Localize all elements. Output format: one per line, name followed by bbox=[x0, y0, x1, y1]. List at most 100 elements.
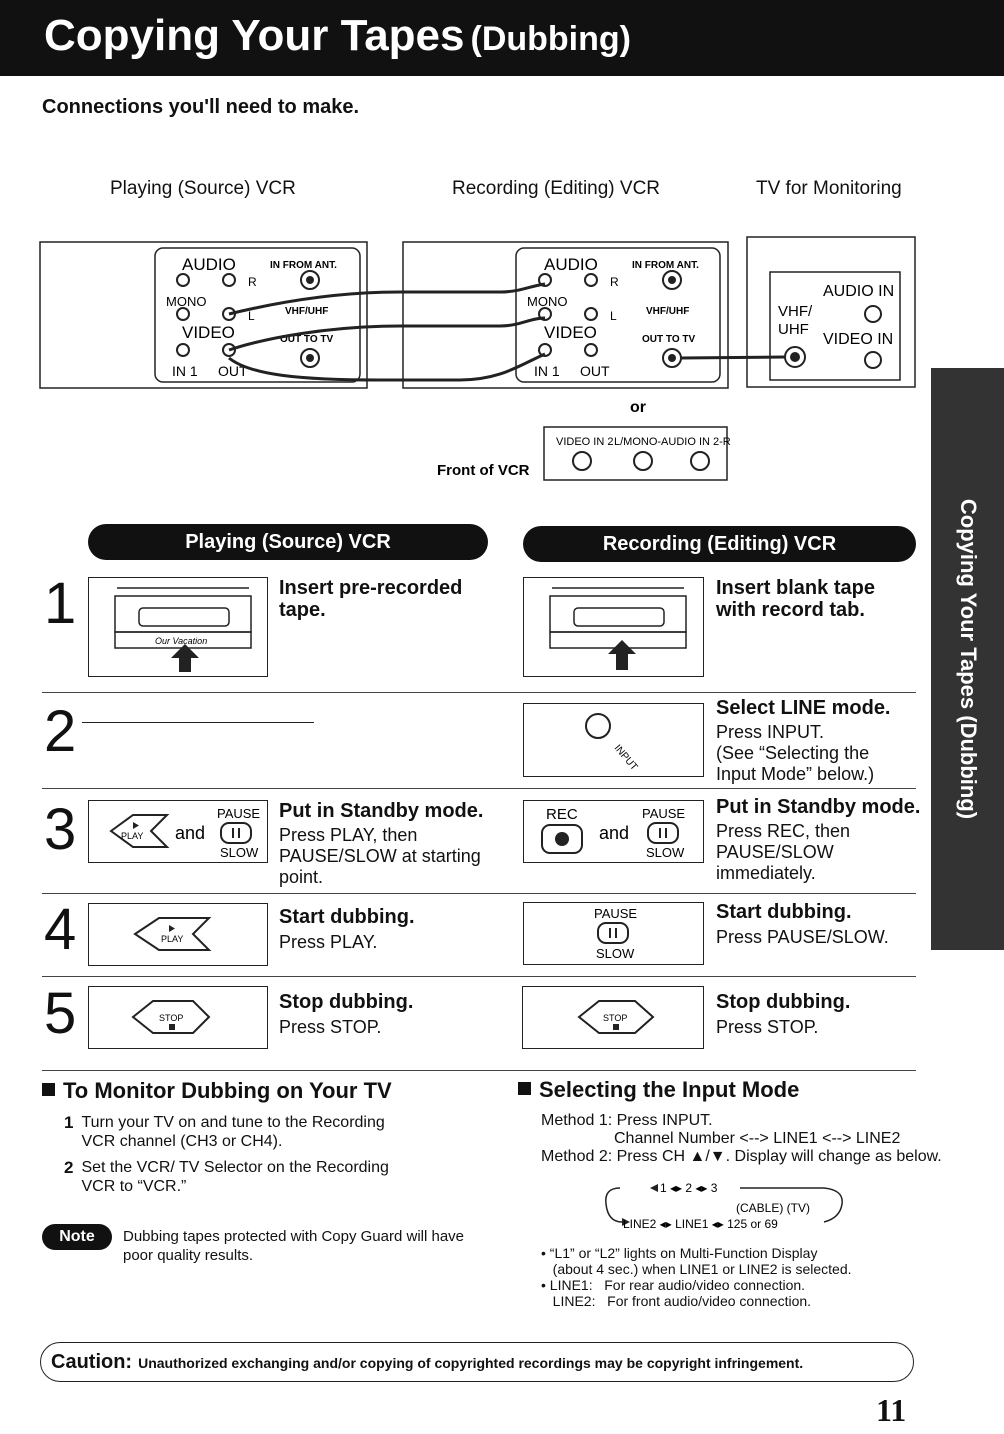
step-4-left-title: Start dubbing. bbox=[279, 906, 415, 928]
rec-audio-l-jack bbox=[584, 307, 598, 321]
step-3-left-desc-line: point. bbox=[279, 867, 324, 887]
monitor-item-line: VCR to “VCR.” bbox=[81, 1178, 187, 1195]
rec-video-in-jack bbox=[538, 343, 552, 357]
step-1-left-illustration: Our Vacation bbox=[88, 577, 268, 677]
step-2-desc-line: Input Mode” below.) bbox=[716, 764, 875, 784]
step-divider-1 bbox=[42, 692, 916, 693]
recording-vcr-body bbox=[402, 241, 729, 389]
play-label: PLAY bbox=[121, 831, 143, 841]
step-4-right-title: Start dubbing. bbox=[716, 901, 852, 923]
src-video-out-jack bbox=[222, 343, 236, 357]
step-3-right-title: Put in Standby mode. bbox=[716, 796, 921, 818]
step-2-blank-line bbox=[82, 722, 314, 723]
channel-cycle-diagram: 1 ◂▸ 2 ◂▸ 3 (CABLE) (TV) LINE2 ◂▸ LINE1 … bbox=[605, 1181, 843, 1231]
cycle-bottom: LINE2 ◂▸ LINE1 ◂▸ 125 or 69 bbox=[623, 1217, 778, 1231]
recording-vcr-label: Recording (Editing) VCR bbox=[452, 178, 661, 199]
page-number: 11 bbox=[876, 1392, 907, 1428]
rec-ant-in-jack-center bbox=[668, 276, 676, 284]
rec-out-to-tv-jack-center bbox=[668, 354, 676, 362]
step-3-left-desc-line: Press PLAY, then bbox=[279, 825, 418, 845]
pause-label: PAUSE bbox=[642, 806, 685, 821]
monitor-item-number: 2 bbox=[64, 1158, 74, 1177]
step-2-right-title: Select LINE mode. bbox=[716, 697, 891, 719]
tv-uhf-label: UHF bbox=[778, 321, 809, 338]
right-column-pill: Recording (Editing) VCR bbox=[523, 526, 916, 562]
step-4-right-desc-line: Press PAUSE/SLOW. bbox=[716, 927, 889, 947]
step-4-left-text: Start dubbing. Press PLAY. bbox=[279, 906, 415, 953]
monitor-item-number: 1 bbox=[64, 1113, 74, 1132]
step-3-right-illustration: REC and PAUSE SLOW bbox=[523, 800, 704, 863]
step-3-number: 3 bbox=[44, 797, 77, 862]
video-cable bbox=[228, 352, 546, 382]
front-audio-in2: L/MONO-AUDIO IN 2-R bbox=[614, 436, 731, 448]
step-3-left-title: Put in Standby mode. bbox=[279, 800, 484, 822]
audio-cable bbox=[228, 282, 546, 316]
play-and-pause-icon: PLAY and PAUSE SLOW bbox=[109, 806, 260, 860]
source-vcr-label: Playing (Source) VCR bbox=[110, 178, 296, 199]
caution-text: Unauthorized exchanging and/or copying o… bbox=[138, 1355, 804, 1371]
caution-box: Caution: Unauthorized exchanging and/or c… bbox=[40, 1342, 914, 1382]
step-5-right-desc-line: Press STOP. bbox=[716, 1017, 819, 1037]
note-line: poor quality results. bbox=[123, 1247, 254, 1264]
front-of-vcr-label: Front of VCR bbox=[437, 462, 530, 479]
step-2-right-illustration: INPUT bbox=[523, 703, 704, 777]
rf-cable bbox=[680, 355, 786, 360]
step-1-right-illustration bbox=[523, 577, 704, 677]
input-mode-note-line: • “L1” or “L2” lights on Multi-Function … bbox=[541, 1245, 818, 1261]
step-1-number: 1 bbox=[44, 571, 77, 636]
monitor-item-line: VCR channel (CH3 or CH4). bbox=[81, 1133, 283, 1150]
front-panel-box bbox=[543, 426, 728, 481]
rec-button-icon bbox=[541, 824, 583, 854]
source-vcr-panel bbox=[154, 247, 361, 383]
connection-diagram: AUDIO IN FROM ANT. R MONO L VHF/UHF VIDE… bbox=[39, 236, 916, 481]
rec-label: REC bbox=[546, 806, 578, 823]
play-label: PLAY bbox=[161, 934, 183, 944]
src-mono-label: MONO bbox=[166, 294, 206, 309]
stop-button-icon: STOP bbox=[131, 1000, 211, 1034]
input-mode-title: Selecting the Input Mode bbox=[518, 1077, 799, 1103]
cycle-cable-tv: (CABLE) (TV) bbox=[736, 1201, 810, 1215]
tv-vhf-label: VHF/ bbox=[778, 303, 813, 320]
play-button-icon: PLAY bbox=[133, 917, 212, 951]
src-mono-jack bbox=[176, 307, 190, 321]
tv-audio-in-jack bbox=[864, 305, 882, 323]
front-video-in2: VIDEO IN 2 bbox=[556, 436, 613, 448]
tv-video-in-jack bbox=[864, 351, 882, 369]
src-in-from-ant: IN FROM ANT. bbox=[270, 260, 337, 271]
rec-l-label: L bbox=[610, 309, 617, 323]
mono-cable bbox=[228, 316, 546, 352]
input-mode-notes: • “L1” or “L2” lights on Multi-Function … bbox=[541, 1245, 852, 1309]
src-audio-r-jack bbox=[176, 273, 190, 287]
input-mode-note-line: LINE2: For front audio/video connection. bbox=[541, 1293, 812, 1309]
caution-label: Caution: bbox=[51, 1351, 133, 1373]
step-2-desc-line: Press INPUT. bbox=[716, 722, 825, 742]
step-5-left-illustration: STOP bbox=[88, 986, 268, 1049]
rec-ant-in-jack bbox=[662, 270, 682, 290]
src-ant-in-jack bbox=[300, 270, 320, 290]
step-5-number: 5 bbox=[44, 981, 77, 1046]
step-4-left-desc-line: Press PLAY. bbox=[279, 932, 378, 952]
front-audio-l-jack bbox=[633, 451, 653, 471]
step-2-desc-line: (See “Selecting the bbox=[716, 743, 870, 763]
monitor-section-title: To Monitor Dubbing on Your TV bbox=[42, 1078, 392, 1104]
stop-button-icon: STOP bbox=[577, 1000, 655, 1034]
src-out-label: OUT bbox=[218, 363, 248, 379]
vcr-insert-tape-icon: Our Vacation bbox=[114, 587, 252, 672]
src-out-to-tv-jack bbox=[300, 348, 320, 368]
monitor-item: 2 Set the VCR/ TV Selector on the Record… bbox=[64, 1158, 389, 1196]
tape-label: Our Vacation bbox=[155, 636, 207, 646]
connections-heading: Connections you'll need to make. bbox=[42, 96, 360, 118]
rec-video-label: VIDEO bbox=[544, 323, 597, 342]
step-3-right-desc-line: Press REC, then bbox=[716, 821, 851, 841]
src-ant-in-jack-center bbox=[306, 276, 314, 284]
front-audio-r-jack bbox=[690, 451, 710, 471]
tv-video-in-label: VIDEO IN bbox=[823, 331, 893, 348]
cycle-top: 1 ◂▸ 2 ◂▸ 3 bbox=[660, 1181, 718, 1195]
step-divider-4 bbox=[42, 976, 916, 977]
pause-slow-button-icon: PAUSE SLOW bbox=[594, 906, 637, 961]
note-text: Dubbing tapes protected with Copy Guard … bbox=[123, 1227, 464, 1265]
step-5-left-desc-line: Press STOP. bbox=[279, 1017, 382, 1037]
rec-out-label: OUT bbox=[580, 363, 610, 379]
rec-video-out-jack bbox=[584, 343, 598, 357]
